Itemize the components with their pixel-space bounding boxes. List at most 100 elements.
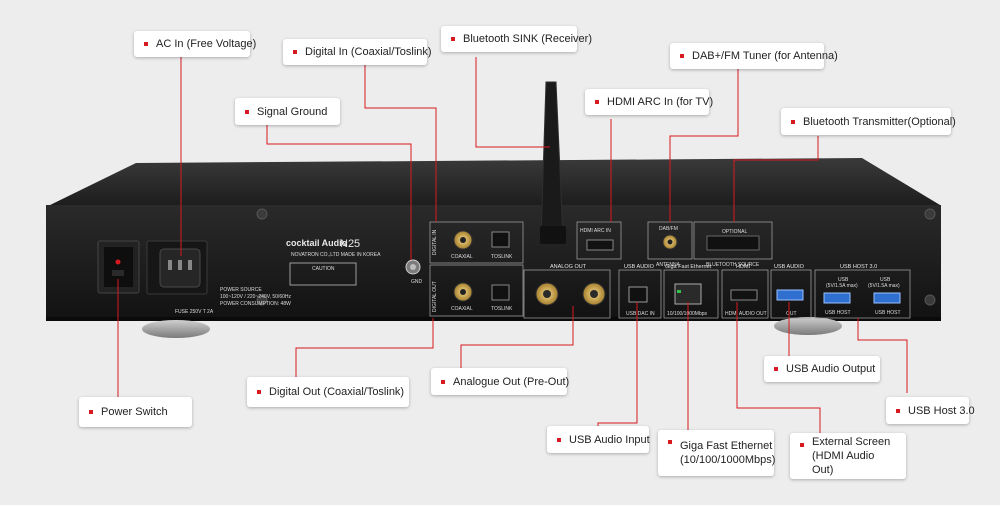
toslink-out-port[interactable] [491, 284, 510, 301]
callout-label: HDMI ARC In (for TV) [607, 96, 714, 108]
bullet-icon [774, 367, 778, 371]
bullet-icon [595, 100, 599, 104]
callout-label: Analogue Out (Pre-Out) [453, 375, 570, 388]
bluetooth-antenna[interactable] [540, 81, 566, 244]
coaxial-out-label: COAXIAL [451, 306, 473, 312]
gnd-label: GND [411, 279, 423, 285]
leader-signal-ground [266, 125, 412, 260]
analog-out-label: ANALOG OUT [550, 264, 587, 270]
voltage-label: 100~120V / 220~240V, 50/60Hz [220, 294, 291, 300]
callout-label: Bluetooth SINK (Receiver) [463, 33, 592, 45]
callout-label: Digital Out (Coaxial/Toslink) [269, 386, 405, 398]
bt-source-label: BLUETOOTH SOURCE [706, 262, 760, 268]
callout-line-2: (10/100/1000Mbps) [680, 454, 776, 466]
bullet-icon [89, 410, 93, 414]
toslink-out-label: TOSLINK [491, 306, 513, 312]
usb-dac-in-label: USB DAC IN [626, 311, 655, 317]
callout-label: Giga Fast Ethernet (10/100/1000Mbps) [680, 439, 775, 467]
bullet-icon [144, 42, 148, 46]
consumption-label: POWER CONSUMPTION: 48W [220, 301, 291, 307]
hdmi-audio-out-label: HDMI AUDIO OUT [725, 311, 767, 317]
ac-inlet[interactable]: FUSE 250V T 2A [146, 240, 214, 315]
bullet-icon [557, 437, 561, 442]
leader-digital-out [295, 318, 434, 377]
hdmi-label: HDMI [736, 264, 751, 270]
toslink-in-port[interactable] [491, 231, 510, 248]
lower-port-row: ANALOG OUT USB AUDIO USB DAC IN Giga Fas… [523, 264, 911, 319]
screw [924, 294, 936, 306]
caution-box [289, 262, 357, 286]
usb-host-port-label-1: USB HOST [825, 310, 851, 316]
leader-usb-audio-input [597, 302, 638, 426]
callout-hdmi-arc: HDMI ARC In (for TV) [585, 89, 713, 115]
power-switch[interactable] [97, 240, 140, 294]
antenna-panel: DAB/FM OPTIONAL ANTENNA BLUETOOTH SOURCE [647, 221, 773, 268]
callout-label: AC In (Free Voltage) [156, 38, 257, 50]
hdmi-arc-port[interactable] [586, 239, 614, 251]
power-source-label: POWER SOURCE [220, 287, 262, 293]
callout-line-1: External Screen [812, 436, 891, 448]
usb-a-label-2: USB [880, 277, 891, 283]
chassis-bottom-edge [46, 317, 941, 321]
usb-host-port-2[interactable] [873, 292, 901, 304]
ethernet-port[interactable] [674, 283, 702, 305]
bt-transmitter-slot[interactable] [706, 235, 760, 251]
usb-host-port-label-2: USB HOST [875, 310, 901, 316]
usb-audio-output-port[interactable] [776, 289, 804, 301]
usb-audio-input-port[interactable] [628, 286, 648, 303]
callout-label: USB Audio Output [786, 363, 876, 375]
usb-audio-in-label: USB AUDIO [624, 264, 655, 270]
brand-label: cocktail Audio [286, 238, 348, 248]
caution-label: CAUTION [312, 266, 335, 272]
giga-ethernet-label: Giga Fast Ethernet [665, 264, 712, 270]
leader-usb-host [857, 318, 908, 393]
screw [256, 208, 268, 220]
foot-left [142, 320, 210, 338]
lan-speed-label: 10/100/1000Mbps [667, 311, 708, 317]
usb-a-label-1: USB [838, 277, 849, 283]
usb-a-sub-label-2: (5V/1.5A max) [868, 283, 900, 289]
hdmi-arc-label: HDMI ARC IN [580, 228, 611, 234]
callout-digital-in: Digital In (Coaxial/Toslink) [283, 39, 432, 65]
bullet-icon [441, 379, 445, 384]
dab-fm-label: DAB/FM [659, 226, 678, 232]
bullet-icon [451, 37, 455, 41]
callout-label: Digital In (Coaxial/Toslink) [305, 46, 432, 58]
maker-label: NOVATRON CO.,LTD MADE IN KOREA [291, 252, 381, 258]
bullet-icon [791, 119, 795, 124]
bullet-icon [800, 443, 804, 447]
toslink-in-label: TOSLINK [491, 254, 513, 260]
callout-digital-out: Digital Out (Coaxial/Toslink) [247, 377, 409, 407]
callout-usb-audio-output: USB Audio Output [764, 356, 880, 382]
bullet-icon [668, 440, 672, 444]
callout-analogue-out: Analogue Out (Pre-Out) [431, 368, 570, 395]
digital-panel: DIGITAL IN DIGITAL OUT COAXIAL TOSLINK C… [429, 221, 524, 317]
usb-host-label: USB HOST 3.0 [840, 264, 877, 270]
hdmi-out-port[interactable] [730, 289, 758, 301]
callout-label: External Screen (HDMI Audio Out) [812, 435, 896, 477]
callout-external-screen: External Screen (HDMI Audio Out) [790, 433, 906, 479]
bullet-icon [680, 54, 684, 58]
bullet-icon [245, 109, 249, 114]
callout-usb-audio-input: USB Audio Input [547, 426, 650, 453]
callout-usb-host: USB Host 3.0 [886, 397, 975, 424]
leader-bt-tx [733, 136, 819, 222]
usb-out-label: OUT [786, 311, 797, 317]
antenna-label: ANTENNA [656, 262, 681, 268]
hdmi-arc-panel: HDMI ARC IN [576, 221, 622, 260]
optional-label: OPTIONAL [722, 229, 748, 235]
digital-in-label: DIGITAL IN [432, 229, 438, 255]
callout-label: Power Switch [101, 406, 168, 418]
screw [924, 208, 936, 220]
callout-label: USB Host 3.0 [908, 404, 975, 417]
label-block: cocktail Audio N25 NOVATRON CO.,LTD MADE… [220, 238, 381, 307]
callout-bt-tx: Bluetooth Transmitter(Optional) [781, 108, 956, 135]
ground-terminal[interactable]: GND [405, 259, 423, 285]
callout-signal-ground: Signal Ground [235, 98, 340, 125]
callout-ac-in: AC In (Free Voltage) [134, 31, 256, 57]
leader-digital-in [364, 62, 437, 222]
callout-line-2: (HDMI Audio Out) [812, 450, 875, 476]
usb-host-port-1[interactable] [823, 292, 851, 304]
leader-lines [117, 57, 908, 433]
callout-label: DAB+/FM Tuner (for Antenna) [692, 50, 838, 62]
